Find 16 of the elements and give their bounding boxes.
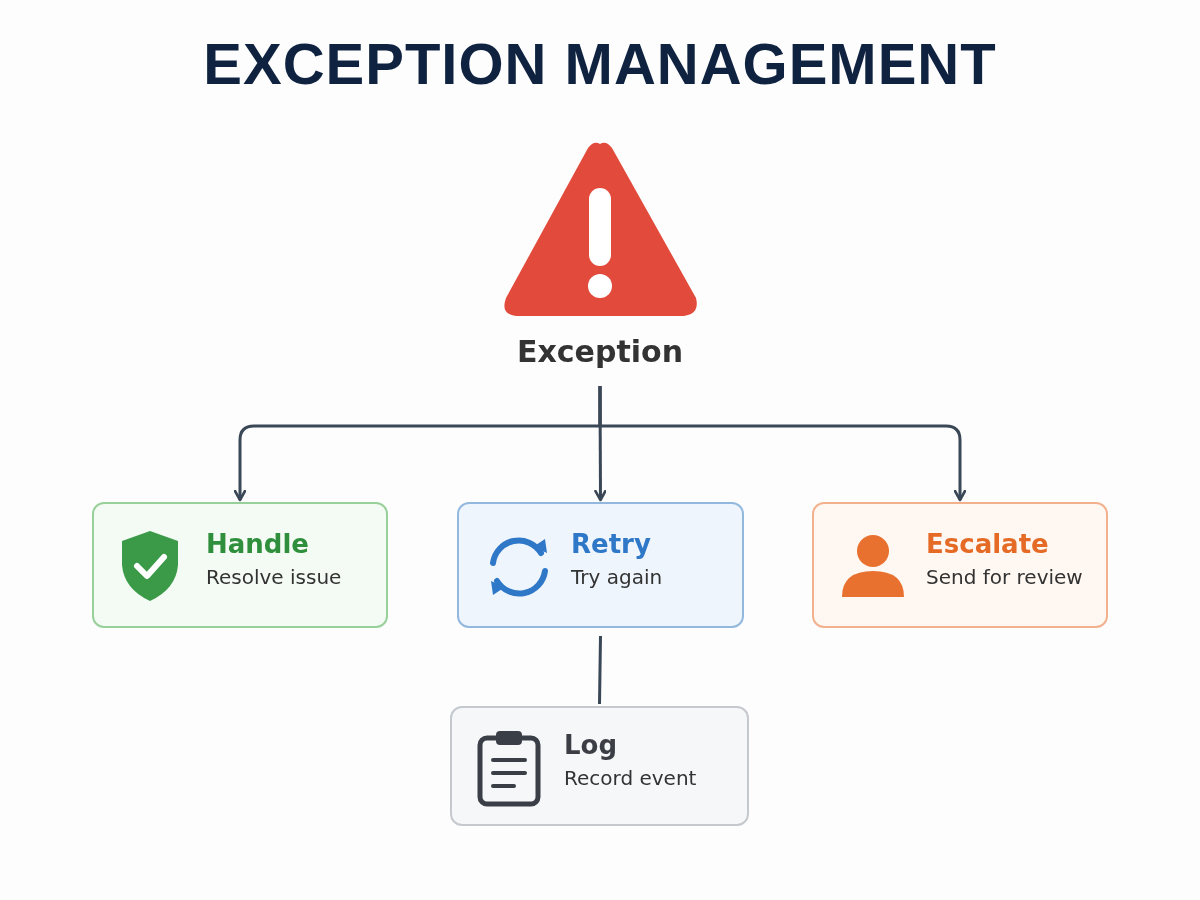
- node-title: Log: [564, 730, 618, 760]
- node-title: Escalate: [926, 529, 1049, 559]
- process-box: [812, 502, 1108, 628]
- process-box: [457, 502, 744, 628]
- node-description: Send for review: [926, 565, 1083, 589]
- node-title: Retry: [571, 529, 651, 559]
- connector-line: [598, 635, 602, 705]
- title: EXCEPTION MANAGEMENT: [202, 30, 998, 97]
- process-box: [92, 502, 388, 628]
- node-title: Handle: [206, 529, 309, 559]
- node-description: Try again: [571, 565, 663, 589]
- node-description: Resolve issue: [206, 565, 342, 589]
- process-box: [450, 706, 749, 826]
- arrow: [598, 386, 967, 502]
- node-description: Record event: [564, 766, 697, 790]
- node-label: Exception: [515, 334, 684, 369]
